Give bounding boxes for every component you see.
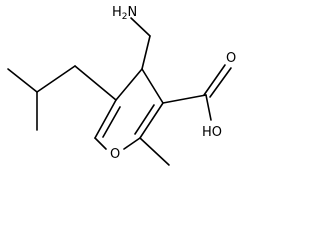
bond-c4-c5-double xyxy=(134,104,155,135)
bond-c-oh xyxy=(205,94,212,121)
bond-ch2-n xyxy=(130,17,151,37)
bond-c-o-double-1 xyxy=(203,64,226,96)
bond-ring-ch2 xyxy=(141,35,151,70)
amine-label: H2N xyxy=(112,5,137,22)
hydroxyl-label: HO xyxy=(202,125,222,140)
structure-diagram: H2N O O HO xyxy=(7,5,236,166)
bond-c2-c3-double xyxy=(102,106,121,138)
bond-ring-cooh xyxy=(162,94,207,104)
bond-c3-c-ring xyxy=(115,68,143,101)
bond-c-o-double-2 xyxy=(209,67,232,98)
bond-c3-c4 xyxy=(141,68,164,104)
ring-oxygen-label: O xyxy=(110,147,120,162)
bond-ring-ch2-isobutyl xyxy=(74,65,117,101)
bond-ch-ch3-upper xyxy=(7,68,38,93)
bond-c5-o xyxy=(123,137,141,150)
bond-c2-c3 xyxy=(94,99,117,139)
bond-ring-methyl xyxy=(139,137,170,166)
carbonyl-oxygen-label: O xyxy=(226,51,236,66)
bond-ch2-ch xyxy=(36,65,76,93)
bond-c4-c5 xyxy=(139,102,164,139)
bond-o-c2 xyxy=(94,137,107,150)
